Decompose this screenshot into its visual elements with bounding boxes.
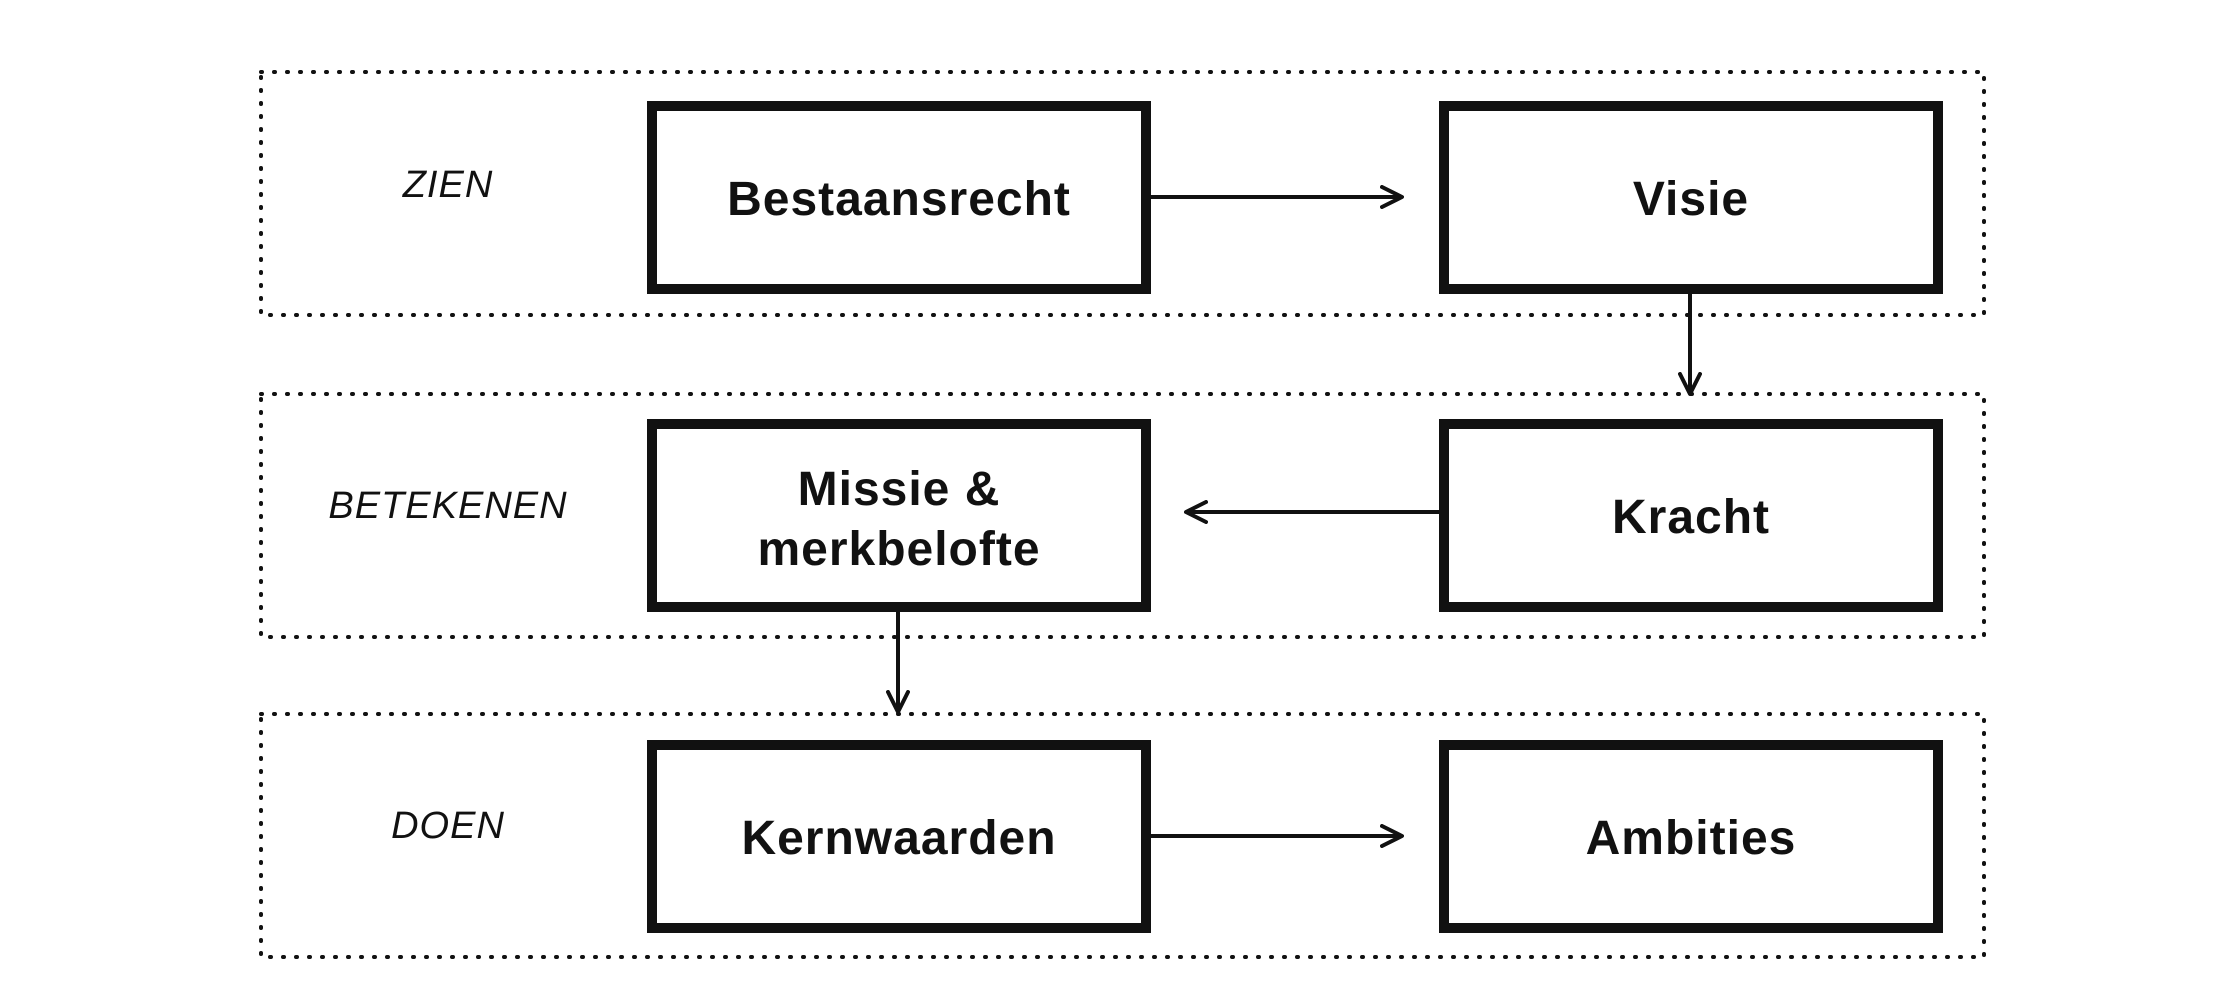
node-visie: Visie [1439,101,1943,294]
node-kernwaarden: Kernwaarden [647,740,1151,933]
node-box [647,419,1151,612]
band-label-zien: ZIEN [402,164,494,206]
node-box [1439,419,1943,612]
band-label-betekenen: BETEKENEN [328,485,567,527]
node-box [647,101,1151,294]
node-ambities: Ambities [1439,740,1943,933]
band-label-doen: DOEN [391,805,505,847]
node-label: Kracht [1612,491,1770,544]
band-betekenen [259,392,1986,639]
node-label: Bestaansrecht [727,173,1071,226]
node-box [1439,740,1943,933]
node-bestaansrecht: Bestaansrecht [647,101,1151,294]
node-label-line-1: Missie & [798,463,1001,516]
node-box [647,740,1151,933]
band-doen [259,712,1986,959]
edges [886,185,1702,848]
node-label: Visie [1633,173,1749,226]
node-label: Ambities [1586,812,1797,865]
node-label-line-2: merkbelofte [757,523,1040,576]
band-zien [259,70,1986,317]
node-missie-merkbelofte: Missie & merkbelofte [647,419,1151,612]
node-kracht: Kracht [1439,419,1943,612]
node-label: Kernwaarden [741,812,1056,865]
node-box [1439,101,1943,294]
